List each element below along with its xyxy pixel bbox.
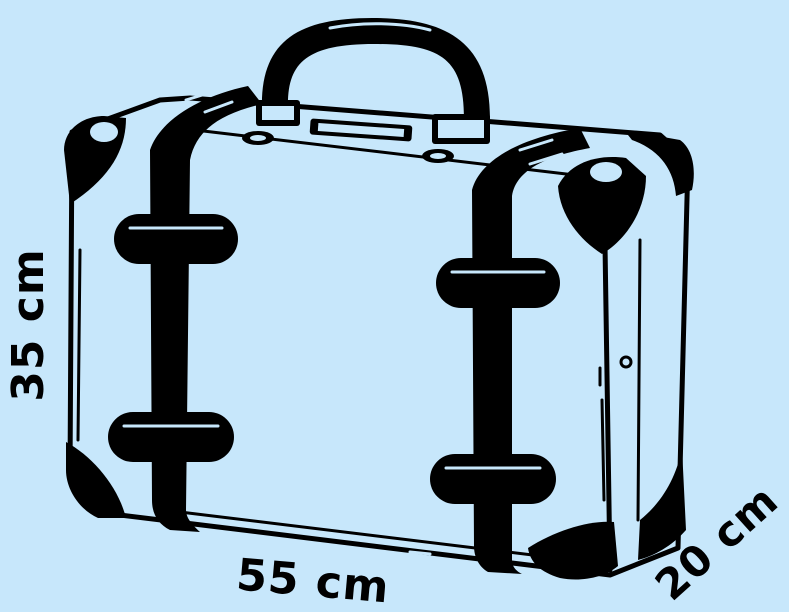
left-strap [150, 86, 262, 532]
buckles [108, 214, 560, 504]
corner-protectors [64, 116, 694, 580]
handle [256, 18, 490, 144]
width-dimension-label: 55 cm [234, 549, 392, 612]
lid-details [242, 118, 454, 163]
height-dimension-label: 35 cm [3, 248, 54, 402]
